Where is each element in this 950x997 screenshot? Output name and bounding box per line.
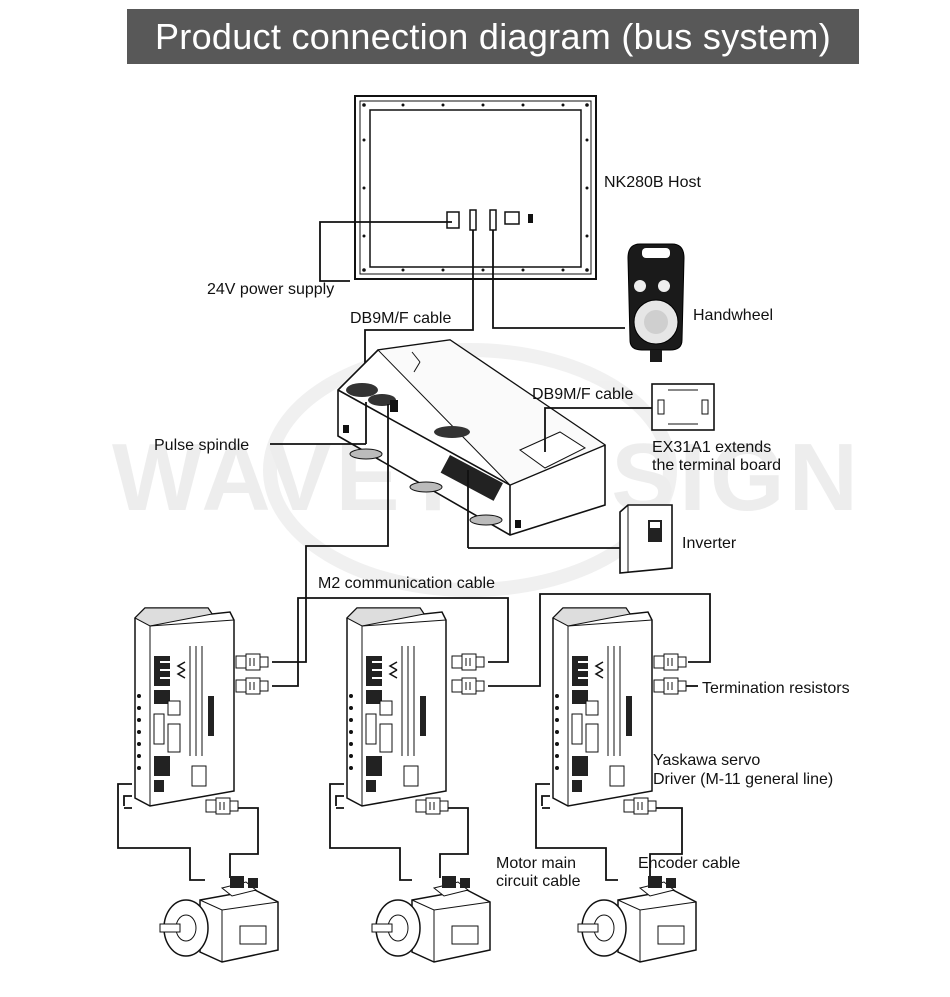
label-motor-line2: circuit cable (496, 873, 581, 890)
label-inverter: Inverter (682, 535, 737, 552)
servo-driver-2 (346, 607, 447, 807)
label-nk280b-host: NK280B Host (604, 174, 701, 191)
inverter-image (619, 504, 673, 574)
servo-driver-1 (134, 607, 235, 807)
connector-3a (653, 653, 687, 671)
label-yaskawa-line1: Yaskawa servo (653, 752, 760, 769)
m2-cable-line-3 (488, 593, 711, 687)
label-pulse-spindle: Pulse spindle (154, 437, 249, 454)
connector-2a (451, 653, 485, 671)
label-termination: Termination resistors (702, 680, 850, 697)
m2-cable-line-2 (272, 597, 509, 687)
label-24v-power: 24V power supply (207, 281, 334, 298)
connector-1b (235, 677, 269, 695)
encoder-connector-3 (623, 797, 657, 815)
motor-cables (117, 783, 683, 881)
encoder-connector-2 (415, 797, 449, 815)
power-cable-line (319, 221, 452, 282)
controller-box-image (337, 339, 607, 536)
label-handwheel: Handwheel (693, 307, 773, 324)
label-db9-right: DB9M/F cable (532, 386, 633, 403)
servo-motor-2 (371, 875, 491, 963)
connector-1a (235, 653, 269, 671)
handwheel-cable-line (492, 230, 625, 329)
encoder-connector-1 (205, 797, 239, 815)
m2-cable-line-1 (272, 404, 389, 663)
servo-driver-3 (552, 607, 653, 807)
servo-motor-1 (159, 875, 279, 963)
servo-motor-3 (577, 875, 697, 963)
handwheel-image (627, 243, 685, 362)
db9-cable-top-line (364, 230, 474, 386)
label-ex31-line1: EX31A1 extends (652, 439, 771, 456)
label-m2-cable: M2 communication cable (318, 575, 495, 592)
connector-2b (451, 677, 485, 695)
page-title: Product connection diagram (bus system) (155, 15, 831, 57)
nk280b-host-image (354, 95, 597, 280)
label-yaskawa-line2: Driver (M-11 general line) (653, 771, 833, 788)
label-db9-top: DB9M/F cable (350, 310, 451, 327)
connector-3b (653, 677, 687, 695)
title-bar: Product connection diagram (bus system) (127, 9, 859, 64)
db9-cable-right-line (544, 407, 660, 452)
ex31a1-board-image (651, 383, 715, 431)
label-motor-line1: Motor main (496, 855, 576, 872)
label-encoder-cable: Encoder cable (638, 855, 740, 872)
label-ex31-line2: the terminal board (652, 457, 781, 474)
